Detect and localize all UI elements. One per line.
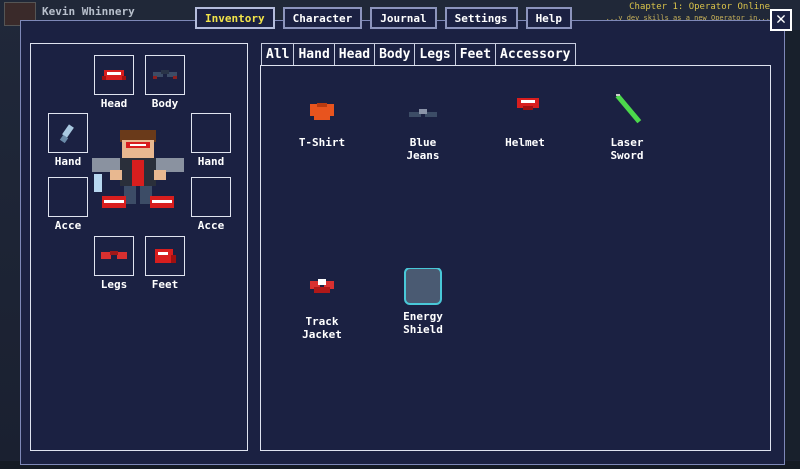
tab-legs[interactable]: Legs <box>414 43 456 66</box>
track-jacket-icon <box>302 273 342 313</box>
tab-feet[interactable]: Feet <box>454 43 497 66</box>
track-jacket-icon <box>101 251 127 259</box>
equip-label-hand-left: Hand <box>54 155 82 168</box>
tab-head[interactable]: Head <box>333 43 376 66</box>
inventory-item-blue-jeans[interactable]: Blue Jeans <box>373 94 473 162</box>
equip-label-accessory-left: Acce <box>54 219 82 232</box>
item-name: Energy <box>403 310 443 323</box>
side-panel <box>782 30 800 460</box>
chapter-title: Chapter 1: Operator Online <box>629 2 770 12</box>
nav-settings-button[interactable]: Settings <box>444 7 518 29</box>
item-name-2: Jeans <box>406 149 440 162</box>
laser-sword-icon <box>59 124 74 144</box>
equip-slot-legs[interactable] <box>94 236 134 276</box>
tshirt-icon <box>302 94 342 134</box>
equip-slot-hand-right[interactable] <box>191 113 231 153</box>
helmet-icon <box>102 70 126 80</box>
item-name: Helmet <box>505 136 545 149</box>
tab-body[interactable]: Body <box>374 43 416 66</box>
equip-label-feet: Feet <box>151 278 179 291</box>
chapter-subtitle: ...y dev skills as a new Operator in... <box>605 14 770 22</box>
tab-all[interactable]: All <box>261 43 295 66</box>
equipment-panel <box>30 43 248 451</box>
inventory-item-laser-sword[interactable]: Laser Sword <box>577 90 677 162</box>
equip-slot-accessory-left[interactable] <box>48 177 88 217</box>
tab-accessory[interactable]: Accessory <box>495 43 576 66</box>
equip-label-accessory-right: Acce <box>197 219 225 232</box>
item-name: Track <box>305 315 339 328</box>
filter-tabs: All Hand Head Body Legs Feet Accessory <box>261 43 576 66</box>
nav-character-button[interactable]: Character <box>282 7 363 29</box>
equip-label-legs: Legs <box>100 278 128 291</box>
nav-journal-button[interactable]: Journal <box>370 7 437 29</box>
jeans-icon <box>153 70 177 79</box>
inventory-item-tshirt[interactable]: T-Shirt <box>272 94 372 149</box>
equip-slot-body[interactable] <box>145 55 185 95</box>
inventory-item-helmet[interactable]: Helmet <box>475 94 575 149</box>
item-name-2: Jacket <box>302 328 342 341</box>
equip-slot-accessory-right[interactable] <box>191 177 231 217</box>
laser-sword-icon <box>607 90 647 134</box>
item-name: T-Shirt <box>298 136 346 149</box>
equip-slot-head[interactable] <box>94 55 134 95</box>
close-icon[interactable]: ✕ <box>770 9 792 31</box>
nav-help-button[interactable]: Help <box>525 7 573 29</box>
inventory-item-energy-shield[interactable]: Energy Shield <box>373 267 473 336</box>
item-name-2: Shield <box>403 323 443 336</box>
jeans-icon <box>403 94 443 134</box>
equip-slot-hand-left[interactable] <box>48 113 88 153</box>
helmet-icon <box>155 249 176 263</box>
equip-label-head: Head <box>100 97 128 110</box>
item-name: Laser <box>610 136 644 149</box>
equip-label-body: Body <box>151 97 179 110</box>
floor <box>0 461 800 469</box>
nav-inventory-button[interactable]: Inventory <box>195 7 275 29</box>
equip-slot-feet[interactable] <box>145 236 185 276</box>
tab-hand[interactable]: Hand <box>293 43 335 66</box>
character-sprite <box>92 130 184 208</box>
main-nav: Inventory Character Journal Settings Hel… <box>195 7 573 29</box>
equip-label-hand-right: Hand <box>197 155 225 168</box>
energy-shield-icon <box>403 267 443 308</box>
inventory-grid <box>260 65 771 451</box>
player-name: Kevin Whinnery <box>42 5 135 18</box>
inventory-item-track-jacket[interactable]: Track Jacket <box>272 273 372 341</box>
item-name: Blue <box>409 136 437 149</box>
helmet-icon <box>505 94 545 134</box>
item-name-2: Sword <box>610 149 644 162</box>
